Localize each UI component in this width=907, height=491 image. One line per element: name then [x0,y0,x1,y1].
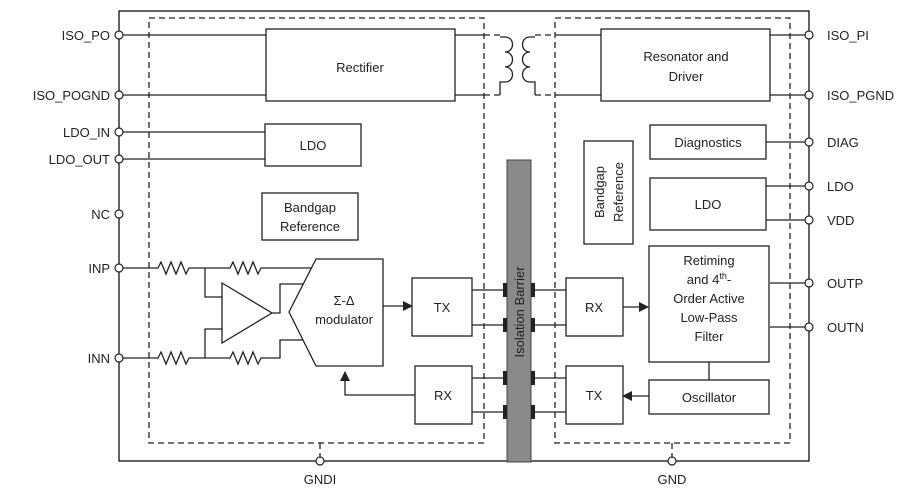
bandgap-left-line1: Bandgap [284,200,336,215]
pin-ldo-out: LDO_OUT [49,152,110,167]
isolation-barrier [506,159,532,463]
rx-left-label: RX [434,388,452,403]
wire-inp-feedback [204,268,316,314]
transformer-secondary-coil [521,36,536,95]
pin-vdd: VDD [827,213,854,228]
wire-inn-feedback [204,328,222,358]
ldo-left-label: LDO [300,138,327,153]
modulator-label-line1: Σ-Δ [333,293,354,308]
filter-line5: Filter [695,329,725,344]
filter-block [648,245,770,363]
bandgap-right-block [583,140,634,245]
transformer-dashed-routing [484,34,555,96]
transformer-primary-coil [499,36,514,95]
filter-line4: Low-Pass [680,310,738,325]
tx-left-block [411,277,473,337]
wire-inn [119,339,316,366]
pin-nc: NC [91,207,110,222]
rx-right-label: RX [585,300,603,315]
rx-right-block [565,277,624,337]
resonator-line2: Driver [669,69,704,84]
pin-outp: OUTP [827,276,863,291]
ldo-left-block [264,123,362,167]
chip-outline [118,10,810,462]
isolation-barrier-label: Isolation Barrier [512,266,527,358]
filter-line3: Order Active [673,291,745,306]
arrow-rx-to-modulator [340,371,415,396]
diagnostics-label: Diagnostics [674,135,742,150]
transformer [499,36,536,95]
tx-left-links [472,283,566,419]
ldo-right-label: LDO [695,197,722,212]
bandgap-right-line1: Bandgap [592,166,607,218]
pin-iso-pi: ISO_PI [827,28,869,43]
input-buffer [221,281,274,345]
wire-outp-outn [770,282,809,328]
tx-right-label: TX [586,388,603,403]
pin-iso-po: ISO_PO [62,28,110,43]
bottom-pin-terminals [315,443,677,466]
filter-line2: and 4th- [687,271,731,287]
tx-right-block [565,365,624,425]
resonator-line1: Resonator and [643,49,728,64]
bandgap-left-line2: Reference [280,219,340,234]
filter-line1: Retiming [683,253,734,268]
diagnostics-block [649,124,767,160]
bandgap-right-line2: Reference [611,162,626,222]
resonator-driver-block [600,28,771,102]
rectifier-label: Rectifier [336,60,384,75]
pin-ldo: LDO [827,179,854,194]
input-network [119,260,316,366]
pin-gnd: GND [658,472,687,487]
rectifier-block [265,28,456,102]
tx-left-label: TX [434,300,451,315]
pin-diag: DIAG [827,135,859,150]
wire-ldo-vdd [766,185,809,221]
oscillator-label: Oscillator [682,390,737,405]
bandgap-left-block [261,192,359,241]
right-pin-terminals [804,30,814,332]
pin-outn: OUTN [827,320,864,335]
pin-iso-pognd: ISO_POGND [33,88,110,103]
pin-ldo-in: LDO_IN [63,125,110,140]
rx-left-block [414,365,473,425]
modulator-label-line2: modulator [315,312,373,327]
ldo-right-block [649,177,767,231]
pin-gndi: GNDI [304,472,337,487]
pin-inn: INN [88,351,110,366]
pin-inp: INP [88,261,110,276]
oscillator-block [648,379,770,415]
sigma-delta-modulator-block [288,258,384,367]
left-pin-terminals [114,30,124,363]
pin-iso-pgnd: ISO_PGND [827,88,894,103]
